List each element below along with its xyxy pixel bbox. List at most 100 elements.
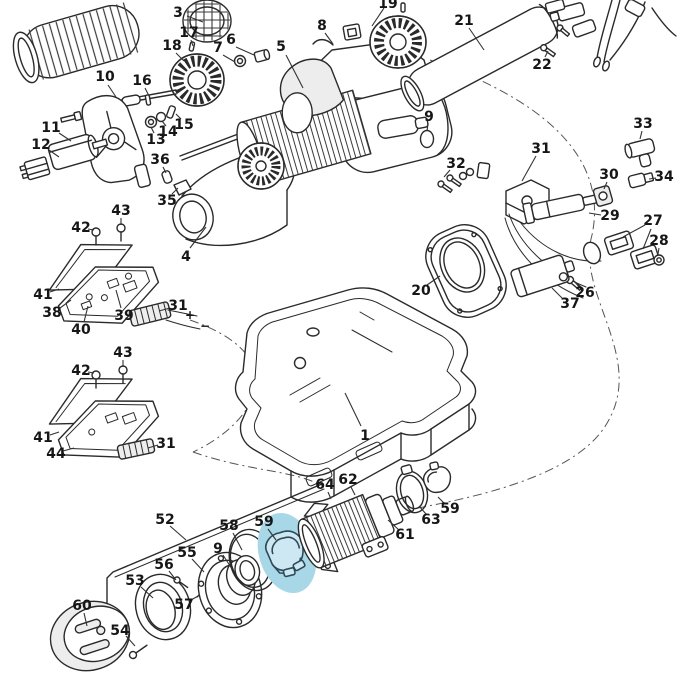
leader-line-14 bbox=[161, 120, 167, 127]
part-label-53: 53 bbox=[125, 573, 144, 589]
part-label-52: 52 bbox=[155, 512, 174, 528]
leader-line-19 bbox=[371, 7, 385, 27]
part-control-box-37 bbox=[510, 254, 576, 298]
leader-line-55 bbox=[191, 558, 205, 573]
leader-line-16 bbox=[144, 87, 150, 97]
part-label-44: 44 bbox=[46, 446, 66, 462]
part-screw bbox=[556, 24, 571, 37]
leader-line-52 bbox=[169, 525, 187, 541]
leader-line-27 bbox=[622, 224, 646, 238]
part-bolt bbox=[60, 110, 83, 123]
part-heater-unit bbox=[236, 23, 453, 190]
leader-line-11 bbox=[58, 132, 72, 142]
part-screw-42-upper bbox=[91, 227, 101, 246]
part-label-29: 29 bbox=[600, 208, 619, 224]
part-label-42: 42 bbox=[71, 220, 90, 236]
part-label-16: 16 bbox=[132, 73, 151, 89]
part-label-61: 61 bbox=[395, 527, 414, 543]
part-label-31: 31 bbox=[168, 298, 187, 314]
leader-line-42 bbox=[87, 371, 95, 374]
leader-line-38 bbox=[59, 299, 72, 309]
part-label-36: 36 bbox=[150, 152, 169, 168]
part-label-64: 64 bbox=[315, 477, 335, 493]
leader-line-31 bbox=[147, 444, 159, 449]
part-label-6: 6 bbox=[226, 32, 236, 48]
leader-line-61 bbox=[387, 519, 400, 531]
leader-line-37 bbox=[551, 287, 563, 299]
part-gasket-20 bbox=[425, 224, 507, 318]
leader-line-54 bbox=[125, 635, 136, 647]
leader-line-42 bbox=[87, 228, 95, 231]
leader-line-64 bbox=[327, 491, 332, 500]
leader-line-41 bbox=[49, 288, 60, 293]
leader-line-40 bbox=[83, 305, 89, 323]
leader-line-18 bbox=[175, 52, 185, 62]
part-label-1: 1 bbox=[360, 428, 370, 444]
part-nut-28 bbox=[653, 254, 665, 266]
leader-line-63 bbox=[418, 505, 427, 515]
part-label-10: 10 bbox=[95, 69, 115, 85]
part-mounting-tray-1 bbox=[234, 287, 477, 503]
part-combustion-fan-face bbox=[237, 142, 285, 190]
part-clip-35 bbox=[173, 179, 192, 196]
part-label-62: 62 bbox=[338, 472, 357, 488]
leader-line-34 bbox=[648, 177, 657, 180]
part-label-38: 38 bbox=[42, 305, 61, 321]
part-control-unit-upper bbox=[48, 243, 160, 324]
part-intake-hood bbox=[279, 58, 345, 134]
part-label-59: 59 bbox=[440, 501, 459, 517]
leader-line-59 bbox=[267, 528, 277, 541]
part-screw-22 bbox=[540, 44, 557, 58]
part-bush-36 bbox=[161, 170, 173, 184]
part-clamp-59-right bbox=[423, 461, 452, 494]
leader-line-31 bbox=[158, 307, 171, 312]
part-flexible-hose bbox=[12, 2, 140, 84]
leader-line-6 bbox=[235, 46, 255, 56]
part-label-55: 55 bbox=[177, 545, 196, 561]
part-label-9: 9 bbox=[424, 109, 434, 125]
leader-line-56 bbox=[168, 570, 177, 581]
part-connector-12 bbox=[19, 156, 51, 181]
part-fitting-33 bbox=[624, 138, 656, 168]
part-screw-43-upper bbox=[116, 223, 126, 242]
leader-line-28 bbox=[657, 247, 660, 255]
part-glow-plug-assembly-31 bbox=[504, 179, 602, 299]
part-label-4: 4 bbox=[181, 249, 191, 265]
part-label-3: 3 bbox=[173, 5, 183, 21]
part-label-34: 34 bbox=[654, 169, 674, 185]
leader-line-30 bbox=[603, 181, 608, 190]
leader-line-15 bbox=[175, 113, 182, 120]
part-label-31: 31 bbox=[156, 436, 175, 452]
leader-line-29 bbox=[588, 212, 602, 216]
leader-line-22 bbox=[544, 50, 549, 58]
part-clamp-ring-53 bbox=[134, 573, 192, 641]
part-label-8: 8 bbox=[317, 18, 327, 34]
part-label-13: 13 bbox=[146, 132, 165, 148]
leader-line-36 bbox=[162, 166, 167, 174]
part-mounting-strap-52 bbox=[106, 483, 325, 625]
leader-line-5 bbox=[285, 54, 304, 89]
part-washer-7 bbox=[233, 54, 247, 68]
part-label-41: 41 bbox=[33, 287, 52, 303]
part-label-60: 60 bbox=[72, 598, 92, 614]
part-pin-19 bbox=[400, 2, 406, 13]
part-label-19: 19 bbox=[378, 0, 397, 12]
leader-line-4 bbox=[189, 226, 207, 249]
part-screw-54 bbox=[128, 644, 148, 660]
part-combustion-fan-19 bbox=[369, 15, 427, 69]
leader-line-59 bbox=[437, 496, 446, 505]
leader-line-60 bbox=[83, 612, 88, 627]
part-label-7: 7 bbox=[213, 40, 223, 56]
leader-line-33 bbox=[639, 130, 643, 140]
leader-line-10 bbox=[107, 84, 117, 98]
part-blower-wheel bbox=[169, 53, 225, 107]
part-label-57: 57 bbox=[174, 597, 193, 613]
part-fasteners-13-14-15 bbox=[144, 105, 177, 129]
leader-line-17 bbox=[190, 39, 194, 47]
leader-lines-layer bbox=[48, 7, 660, 647]
part-label-31: 31 bbox=[531, 141, 550, 157]
leader-line-9 bbox=[426, 123, 429, 132]
part-label-33: 33 bbox=[633, 116, 652, 132]
